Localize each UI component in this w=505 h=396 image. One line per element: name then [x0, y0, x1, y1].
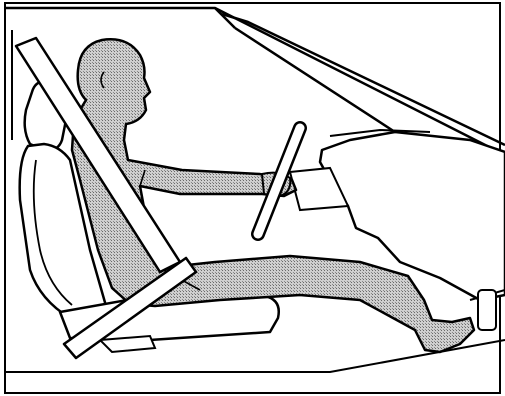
- lap-belt: [62, 256, 198, 360]
- driver-ear: [100, 71, 105, 89]
- seat-back: [18, 142, 112, 322]
- seat-base: [97, 334, 157, 354]
- steering-wheel: [251, 121, 307, 241]
- steering-column: [288, 166, 350, 212]
- driver-arm-line: [139, 169, 146, 187]
- dash-top-line: [329, 128, 431, 137]
- seat-back-contour: [32, 159, 73, 306]
- pedal: [477, 289, 497, 331]
- a-pillar: [214, 7, 236, 29]
- windshield-upper: [221, 12, 505, 147]
